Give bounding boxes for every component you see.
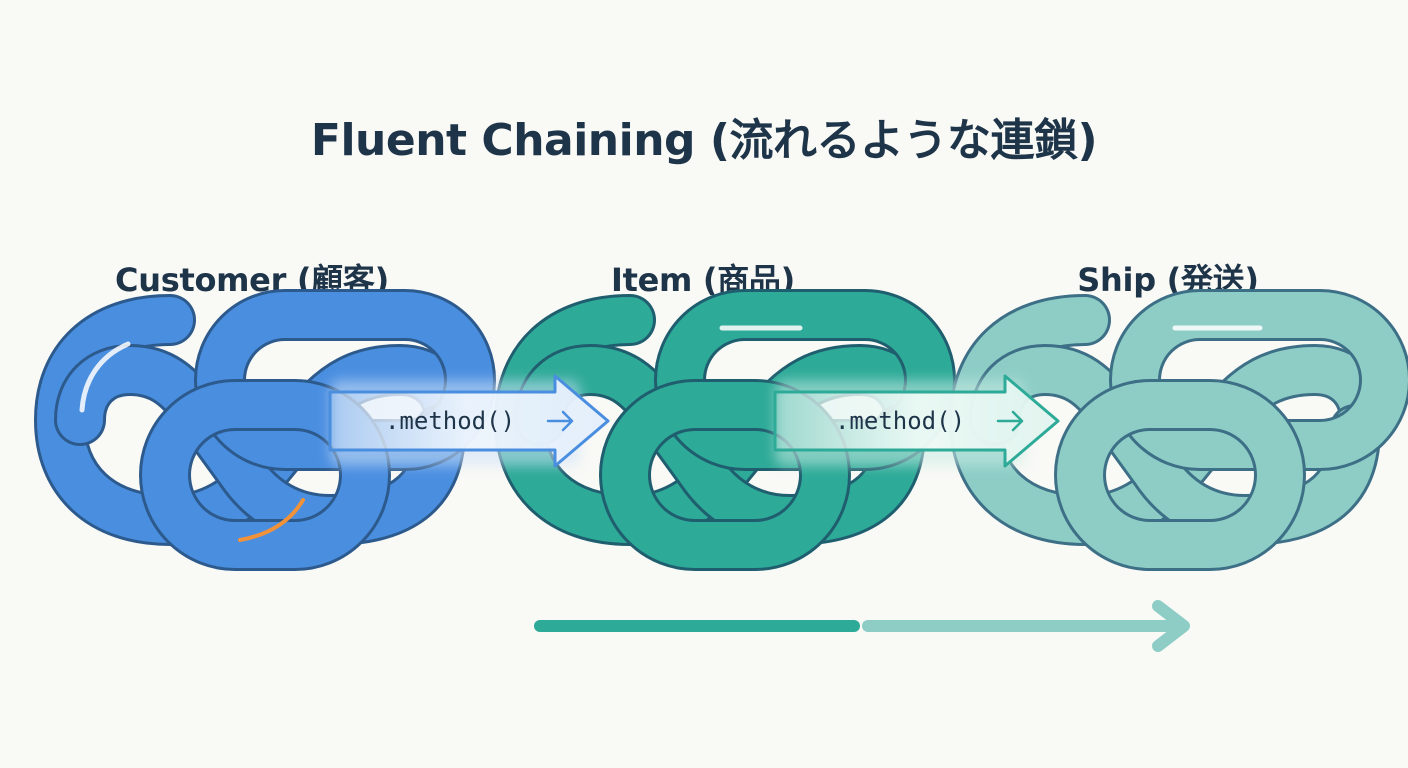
method-label-2: .method() xyxy=(835,407,965,435)
arrow-right-icon xyxy=(996,410,1024,432)
page-title: Fluent Chaining (流れるような連鎖) xyxy=(310,115,1098,166)
arrow-right-icon xyxy=(1152,600,1190,652)
arrow-right-icon xyxy=(546,410,574,432)
accent-highlight-stroke xyxy=(238,498,305,542)
method-connector-2: .method() xyxy=(773,374,1060,468)
method-connector-1: .method() xyxy=(328,374,610,468)
chain-link-icon-ship xyxy=(948,289,1408,571)
flow-progress-arrow xyxy=(216,600,1190,652)
method-label-1: .method() xyxy=(385,407,515,435)
highlight-stroke xyxy=(79,341,131,413)
